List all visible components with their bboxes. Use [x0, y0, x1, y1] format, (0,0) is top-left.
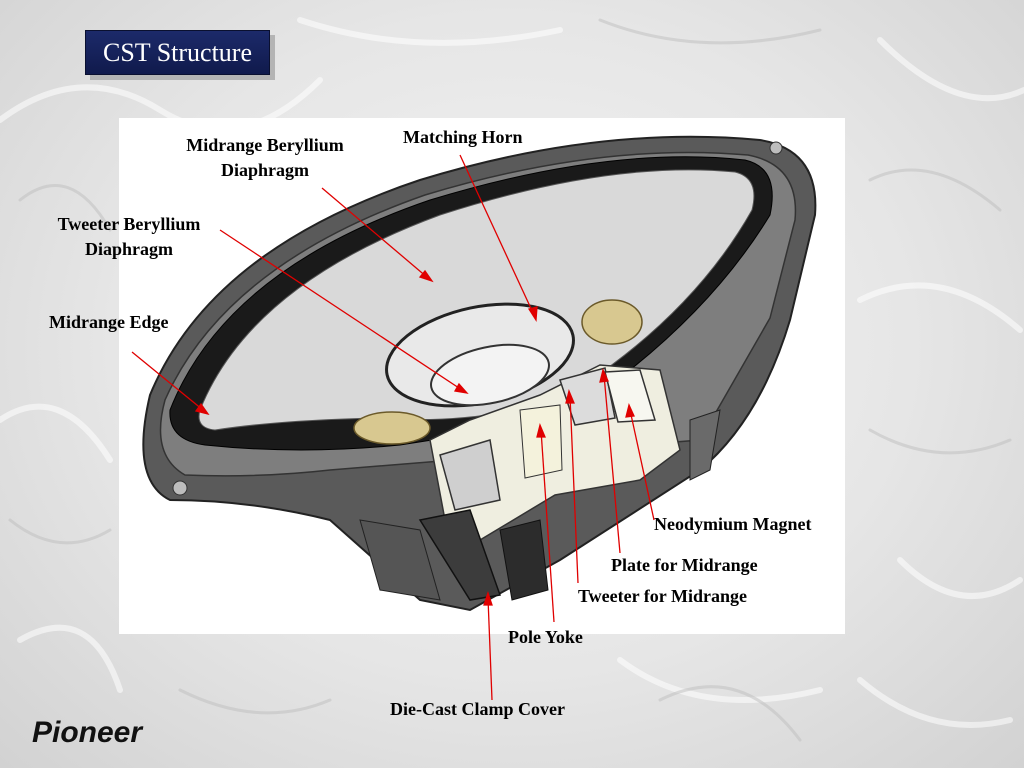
label-line: Diaphragm: [84, 239, 174, 259]
label-tweeter-beryllium-diaphragm: Tweeter Beryllium Diaphragm: [58, 212, 201, 262]
voice-coil-right: [581, 299, 643, 345]
label-line: Diaphragm: [220, 160, 310, 180]
label-pole-yoke: Pole Yoke: [508, 627, 583, 647]
label-matching-horn: Matching Horn: [403, 127, 523, 147]
leader-midrange-edge: [131, 351, 204, 411]
leader-tweeter-diaphragm: [219, 229, 463, 391]
brand-logo: Pioneer: [32, 716, 143, 749]
label-neodymium-magnet: Neodymium Magnet: [654, 514, 812, 534]
leader-tweeter-midrange: [569, 395, 579, 584]
leader-plate-midrange: [603, 374, 621, 554]
midrange-cone: [198, 169, 755, 431]
label-line: Tweeter Beryllium: [57, 214, 201, 234]
leader-midrange-diaphragm: [321, 187, 429, 279]
clamp-cover: [418, 509, 502, 601]
leader-neodymium-magnet: [629, 409, 655, 521]
label-midrange-beryllium-diaphragm: Midrange Beryllium Diaphragm: [186, 133, 343, 183]
leader-die-cast-clamp: [487, 597, 493, 701]
label-line: Midrange Beryllium: [186, 135, 344, 155]
leader-pole-yoke: [540, 429, 555, 623]
label-midrange-edge: Midrange Edge: [49, 312, 169, 332]
label-die-cast-clamp-cover: Die-Cast Clamp Cover: [390, 699, 565, 719]
label-plate-for-midrange: Plate for Midrange: [611, 555, 758, 575]
slide-title: CST Structure: [85, 30, 270, 75]
voice-coil-left: [353, 411, 431, 445]
leader-matching-horn: [459, 154, 535, 316]
label-tweeter-for-midrange: Tweeter for Midrange: [578, 586, 747, 606]
